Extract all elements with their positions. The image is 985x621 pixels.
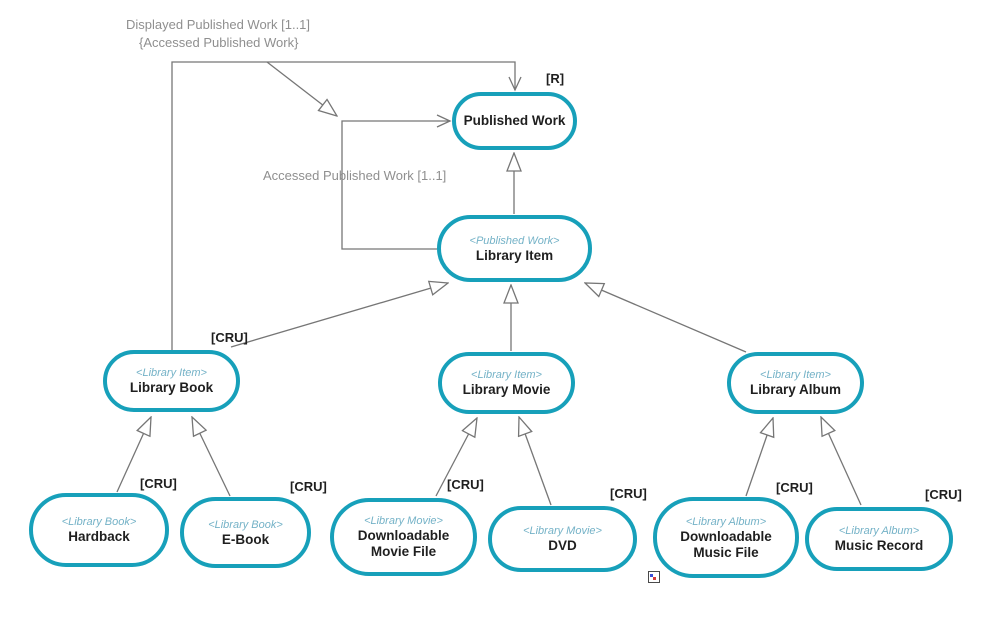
badge-published-work: [R] [546,71,565,86]
node-library-movie[interactable]: <Library Item> Library Movie [438,352,575,414]
generalization-downloadable-music-file-to-library-album[interactable] [745,418,773,497]
generalization-music-record-to-library-album[interactable] [821,417,862,506]
node-name: Library Book [129,380,214,395]
image-placeholder-icon-red [653,577,656,580]
relation-label-displayed-published-work: Displayed Published Work [1..1] [126,17,311,32]
image-placeholder-icon-blue [650,574,653,577]
badge-hardback: [CRU] [140,476,177,491]
node-stereotype: <Library Item> [136,367,207,379]
node-downloadable-music-file[interactable]: <Library Album> Downloadable Music File [653,497,799,578]
badge-downloadable-movie-file: [CRU] [447,477,484,492]
node-downloadable-movie-file[interactable]: <Library Movie> Downloadable Movie File [330,498,477,576]
badge-dvd: [CRU] [610,486,647,501]
generalization-hardback-to-library-book[interactable] [116,417,151,493]
node-library-album[interactable]: <Library Item> Library Album [727,352,864,414]
generalization-library-album-to-library-item[interactable] [585,283,747,353]
badge-library-book: [CRU] [211,330,248,345]
relation-displayed-published-work[interactable] [171,61,522,350]
node-stereotype: <Library Item> [760,369,831,381]
badge-downloadable-music-file: [CRU] [776,480,813,495]
badge-ebook: [CRU] [290,479,327,494]
node-name: Hardback [68,529,130,544]
node-ebook[interactable]: <Library Book> E-Book [180,497,311,568]
generalization-library-book-to-library-item[interactable] [230,283,448,348]
node-stereotype: <Library Album> [685,515,767,528]
node-library-book[interactable]: <Library Item> Library Book [103,350,240,412]
node-hardback[interactable]: <Library Book> Hardback [29,493,169,567]
generalization-downloadable-movie-file-to-library-movie[interactable] [435,418,477,497]
generalization-ebook-to-library-book[interactable] [192,417,231,497]
node-name: Downloadable Movie File [357,528,450,559]
node-stereotype: <Library Movie> [364,515,443,527]
relation-label-displayed-constraint: {Accessed Published Work} [139,35,299,50]
node-name: Published Work [463,113,566,128]
node-stereotype: <Library Book> [61,516,137,528]
image-placeholder-icon [648,571,660,583]
relation-label-accessed-published-work: Accessed Published Work [1..1] [263,168,447,183]
node-stereotype: <Library Movie> [523,525,602,537]
node-name: E-Book [221,531,270,547]
generalization-dvd-to-library-movie[interactable] [519,417,552,506]
node-music-record[interactable]: <Library Album> Music Record [805,507,953,571]
relation-generalization-displayed-to-accessed[interactable] [266,61,337,116]
node-stereotype: <Library Item> [471,369,542,381]
node-name: Library Movie [462,382,551,397]
node-name: Library Album [749,382,841,397]
node-stereotype: <Library Book> [208,518,283,531]
node-stereotype: <Published Work> [469,234,560,247]
node-stereotype: <Library Album> [838,525,920,537]
badge-music-record: [CRU] [925,487,962,502]
node-name: DVD [548,538,577,553]
node-name: Music Record [834,538,924,553]
node-published-work[interactable]: Published Work [452,92,577,150]
node-dvd[interactable]: <Library Movie> DVD [488,506,637,572]
node-name: Downloadable Music File [680,528,772,560]
node-library-item[interactable]: <Published Work> Library Item [437,215,592,282]
relation-accessed-published-work[interactable] [341,114,452,250]
node-name: Library Item [475,247,554,263]
